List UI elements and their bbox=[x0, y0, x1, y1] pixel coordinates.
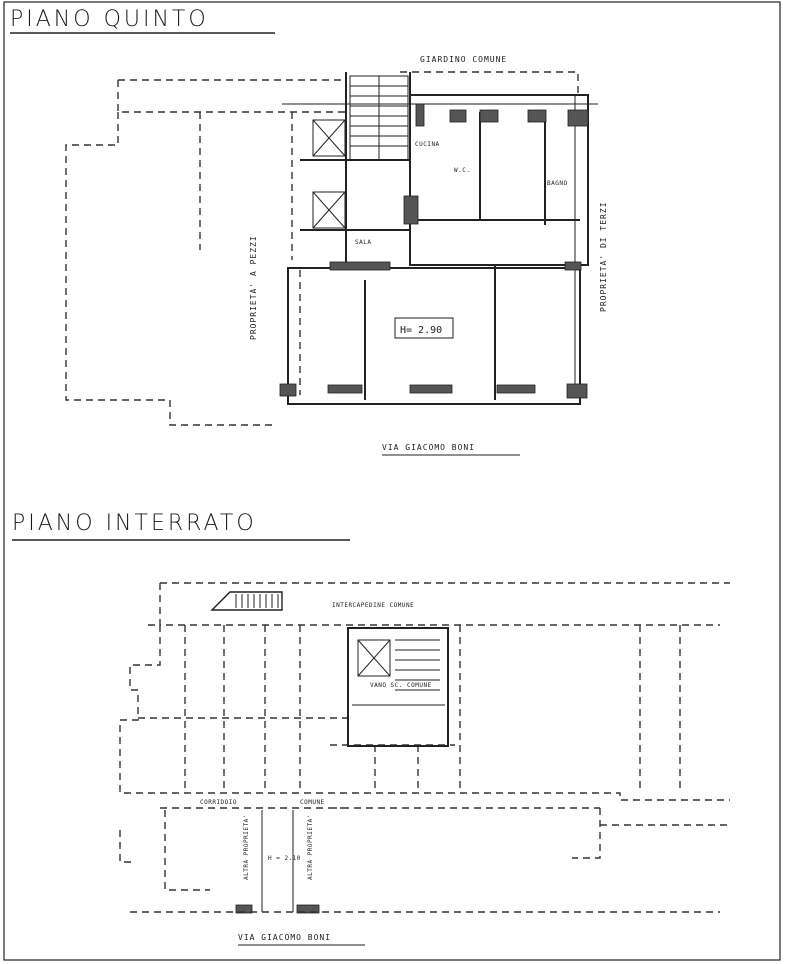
page-border bbox=[3, 1, 781, 961]
stair-core bbox=[349, 75, 409, 161]
top-plan-title: PIANO QUINTO bbox=[10, 7, 209, 32]
left-vert-label: ALTRA PROPRIETA' bbox=[243, 814, 250, 880]
bottom-street-label: VIA GIACOMO BONI bbox=[238, 933, 331, 942]
intercapedine-label: INTERCAPEDINE COMUNE bbox=[332, 602, 414, 609]
elevator-lower bbox=[312, 191, 346, 229]
bottom-plan-title: PIANO INTERRATO bbox=[12, 511, 257, 536]
north-label: GIARDINO COMUNE bbox=[420, 55, 507, 64]
elevator-upper bbox=[312, 119, 346, 157]
basement-stair-core bbox=[347, 627, 449, 747]
main-apartment-outline bbox=[287, 267, 581, 405]
room-bagno-label: BAGNO bbox=[547, 180, 568, 187]
comune-label: COMUNE bbox=[300, 799, 325, 806]
intercapedine-hatch bbox=[210, 591, 283, 611]
room-cucina-label: CUCINA bbox=[415, 141, 440, 148]
right-side-label: PROPRIETA' DI TERZI bbox=[599, 201, 608, 312]
cellar-walls bbox=[235, 810, 320, 914]
basement-height-label: H = 2.10 bbox=[268, 855, 301, 862]
piano-interrato-plan: PIANO INTERRATO INTERCAPEDINE COMUNE bbox=[12, 511, 730, 946]
vano-scala-label: VANO SC. COMUNE bbox=[370, 682, 432, 689]
right-vert-label: ALTRA PROPRIETA' bbox=[307, 814, 314, 880]
wall-columns bbox=[279, 103, 589, 399]
piano-quinto-plan: PIANO QUINTO GIARDINO COMUNE bbox=[10, 7, 608, 456]
height-label: H= 2.90 bbox=[400, 325, 442, 336]
left-side-label: PROPRIETA' A PEZZI bbox=[249, 235, 258, 340]
top-street-label: VIA GIACOMO BONI bbox=[382, 443, 475, 452]
room-sala-label: SALA bbox=[355, 239, 371, 246]
corridor-label: CORRIDOIO bbox=[200, 799, 237, 806]
room-wc-label: W.C. bbox=[454, 167, 470, 174]
